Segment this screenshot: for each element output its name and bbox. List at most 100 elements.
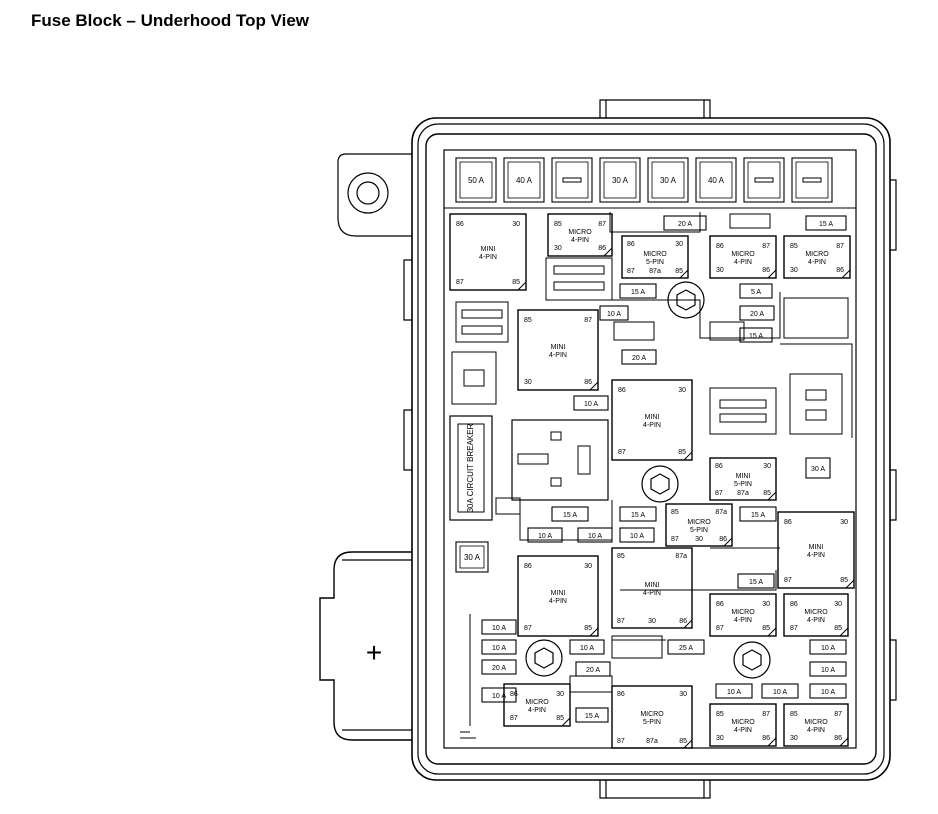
fuse-inner <box>459 545 485 569</box>
relay-pin: 86 <box>617 691 625 698</box>
socket-slot-1 <box>517 453 549 465</box>
relay-type: 4-PIN <box>734 259 752 266</box>
fuse-body <box>619 506 657 522</box>
housing-inner <box>425 133 877 765</box>
fuse-rating: 10 A <box>727 689 741 696</box>
fuse-body <box>621 349 657 365</box>
socket-empty-2 <box>451 351 497 405</box>
fuse: 15 A <box>619 283 657 299</box>
stud-2 <box>641 465 679 503</box>
relay-body <box>611 379 693 461</box>
relay-pin: 86 <box>584 379 592 386</box>
relay-pin: 30 <box>554 245 562 252</box>
fuse: 30 A <box>805 457 831 479</box>
relay-pin: 85 <box>556 715 564 722</box>
relay-pin: 30 <box>834 601 842 608</box>
relay-key-corner <box>683 451 693 461</box>
fuse-inner <box>603 161 637 199</box>
relay-type: 4-PIN <box>549 598 567 605</box>
socket-empty-4-slot-b <box>719 413 767 423</box>
fuse-body <box>481 619 517 635</box>
relay-pin: 85 <box>763 490 771 497</box>
wall-channel-4 <box>620 547 780 591</box>
relay-type: MICRO <box>804 609 828 616</box>
page-title: Fuse Block – Underhood Top View <box>31 11 310 30</box>
relay-pin: 85 <box>617 553 625 560</box>
socket-empty-1 <box>455 301 509 343</box>
fuse-rating: 20 A <box>492 665 506 672</box>
fuse: 10 A <box>715 683 753 699</box>
relay-body <box>709 593 777 637</box>
relay-key-corner <box>767 737 777 747</box>
relay-pin: 85 <box>678 449 686 456</box>
socket-empty-4 <box>709 387 777 435</box>
fuse: 15 A <box>619 506 657 522</box>
mounting-tab <box>337 153 412 237</box>
fuse: 5 A <box>739 283 773 299</box>
fuse-inner <box>651 161 685 199</box>
relay-body <box>709 457 777 501</box>
stud-3 <box>525 639 563 677</box>
relay-pin: 30 <box>762 601 770 608</box>
relay-pin: 86 <box>510 691 518 698</box>
fuse-rating: 30 A <box>660 176 677 185</box>
housing-outer <box>411 117 891 781</box>
relay-pin: 30 <box>584 563 592 570</box>
relay-body <box>783 703 849 747</box>
fuse-body <box>575 707 609 723</box>
fuse-rating: 10 A <box>588 533 602 540</box>
fuse-body <box>569 639 605 655</box>
relay-body <box>449 213 527 291</box>
relay-pin: 87 <box>715 490 723 497</box>
fuse-rating: 50 A <box>468 176 485 185</box>
fuse-body <box>575 661 611 677</box>
relay-pin: 86 <box>618 387 626 394</box>
left-clips <box>403 259 412 471</box>
fuse-rating: 15 A <box>631 289 645 296</box>
relay-pin: 87 <box>762 243 770 250</box>
housing-wall <box>417 123 885 775</box>
fuse-rating: 10 A <box>630 533 644 540</box>
fuse: 10 A <box>577 527 613 543</box>
fuse-rating: 15 A <box>631 512 645 519</box>
relay-body <box>777 511 855 589</box>
relay-pin: 85 <box>554 221 562 228</box>
relay-pin: 87a <box>675 553 687 560</box>
fuse-rating: 20 A <box>586 667 600 674</box>
relay-type: MICRO <box>731 719 755 726</box>
fuse: 20 A <box>575 661 611 677</box>
relay-pin: 86 <box>836 267 844 274</box>
fuse <box>743 157 785 203</box>
relay-type: 4-PIN <box>807 552 825 559</box>
fuse-rating: 15 A <box>751 512 765 519</box>
relay-body <box>665 503 733 547</box>
socket-empty-5-slot-a <box>553 265 605 275</box>
socket-empty-5-slot-b <box>553 281 605 291</box>
relay-pin: 86 <box>719 536 727 543</box>
mounting-hole-inner <box>356 181 380 205</box>
fuse: 50 A <box>455 157 497 203</box>
fuse-inner <box>699 161 733 199</box>
stud-3-nut <box>534 647 554 669</box>
fuse: 30 A <box>455 541 489 573</box>
socket-empty-10 <box>611 635 663 659</box>
stud-4-nut <box>742 649 762 671</box>
relay-key-corner <box>767 269 777 279</box>
fuse-rating: 15 A <box>749 333 763 340</box>
relay-pin: 85 <box>716 711 724 718</box>
fuse: 10 A <box>809 661 847 677</box>
fuse-body <box>715 683 753 699</box>
relay-pin: 87 <box>716 625 724 632</box>
relay-type: 5-PIN <box>646 259 664 266</box>
relay-pin: 87 <box>617 738 625 745</box>
relay-pin: 87a <box>649 268 661 275</box>
fuse-inner <box>459 161 493 199</box>
fuse-body <box>667 639 705 655</box>
